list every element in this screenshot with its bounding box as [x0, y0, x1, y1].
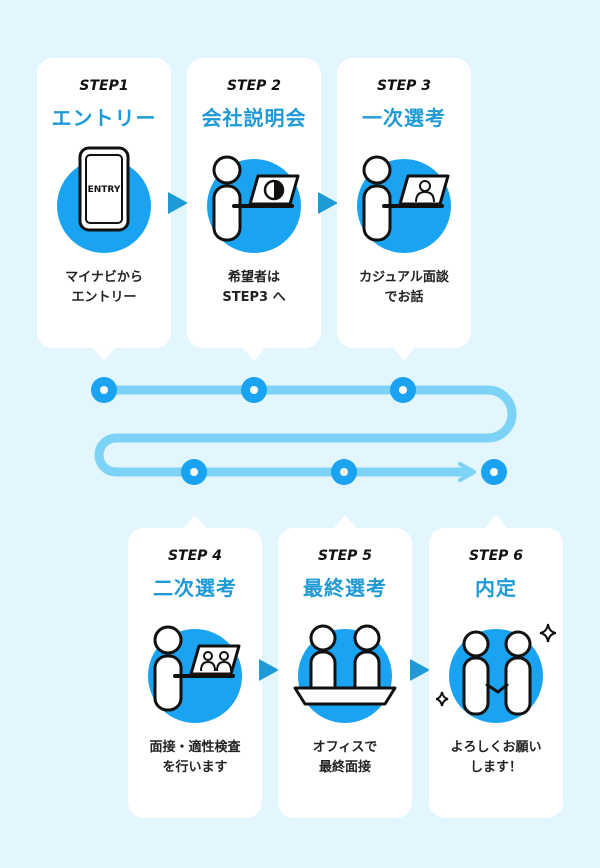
step-title: 二次選考 — [153, 576, 237, 600]
step-description: オフィスで 最終面接 — [312, 740, 378, 775]
step-description: よろしくお願い します！ — [450, 740, 542, 775]
step-title: 最終選考 — [303, 576, 387, 600]
video-call-icon — [357, 155, 451, 253]
step-title: エントリー — [51, 106, 157, 130]
timeline-node-step2 — [241, 377, 267, 403]
step-card-2: STEP 2 会社説明会 希望者は STEP3 へ — [187, 58, 321, 361]
arrow-step2-to-step3 — [318, 192, 338, 214]
entry-phone-icon: ENTRY — [57, 146, 151, 253]
arrow-step1-to-step2 — [168, 192, 188, 214]
handshake-icon — [436, 623, 556, 723]
step-description: 希望者は STEP3 へ — [222, 270, 286, 305]
interview-table-icon — [293, 624, 397, 723]
timeline-node-step5 — [331, 459, 357, 485]
step-label: STEP 5 — [317, 548, 373, 564]
sparkle-icon — [436, 691, 449, 707]
card-tail — [242, 347, 266, 361]
arrow-step4-to-step5 — [259, 659, 279, 681]
step-description: マイナビから エントリー — [65, 270, 143, 305]
step-title: 内定 — [475, 576, 517, 600]
step-card-1: STEP1 エントリー ENTRY マイナビから エントリー — [37, 58, 171, 361]
step-label: STEP 3 — [376, 78, 432, 94]
card-tail — [333, 515, 357, 529]
step-description: カジュアル面談 でお話 — [359, 270, 449, 305]
card-tail — [183, 515, 207, 529]
card-tail — [92, 347, 116, 361]
step-label: STEP 2 — [226, 78, 282, 94]
group-video-call-icon — [148, 625, 242, 723]
timeline-nodes — [91, 377, 507, 485]
timeline-node-step6 — [481, 459, 507, 485]
timeline-path — [94, 385, 517, 477]
step-title: 会社説明会 — [201, 106, 307, 130]
step-label: STEP1 — [79, 78, 129, 94]
timeline-node-step4 — [181, 459, 207, 485]
step-title: 一次選考 — [362, 106, 446, 130]
timeline-node-step3 — [390, 377, 416, 403]
sparkle-icon — [539, 623, 556, 643]
step-card-5: STEP 5 最終選考 オフィスで 最終面接 — [278, 515, 412, 818]
step-card-4: STEP 4 二次選考 面接・適性検査 を行います — [128, 515, 262, 818]
step-label: STEP 4 — [167, 548, 223, 564]
timeline-node-step1 — [91, 377, 117, 403]
entry-label: ENTRY — [88, 185, 121, 195]
step-card-3: STEP 3 一次選考 カジュアル面談 でお話 — [337, 58, 471, 361]
timeline-arrow-head — [458, 462, 476, 482]
step-card-6: STEP 6 内定 よろしくお願い します！ — [429, 515, 563, 818]
arrow-step5-to-step6 — [410, 659, 430, 681]
card-tail — [392, 347, 416, 361]
card-tail — [484, 515, 508, 529]
laptop-presentation-icon — [207, 155, 301, 253]
step-description: 面接・適性検査 を行います — [149, 740, 241, 775]
step-label: STEP 6 — [468, 548, 524, 564]
